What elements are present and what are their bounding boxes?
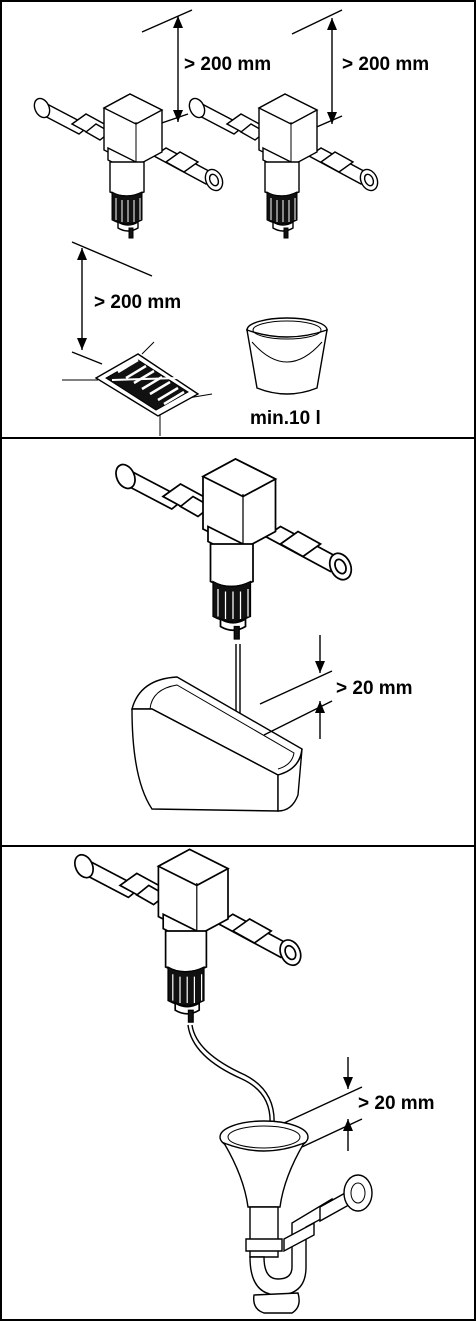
floor-drain-icon	[62, 341, 213, 436]
siphon-trap-icon	[219, 1120, 373, 1314]
filter-unit-icon	[111, 458, 357, 640]
dimension-gap	[259, 635, 333, 739]
filter-unit-icon	[185, 93, 382, 239]
bucket-icon	[246, 317, 328, 395]
clearance-label-floor: > 200 mm	[94, 292, 181, 313]
gap-label: > 20 mm	[358, 1093, 435, 1114]
bucket-capacity-label: min.10 l	[250, 408, 321, 429]
clearance-label-top-left: > 200 mm	[184, 54, 271, 75]
clearance-label-top-right: > 200 mm	[342, 54, 429, 75]
dimension-gap	[283, 1057, 363, 1151]
panel-drain-to-siphon: > 20 mm	[0, 845, 476, 1321]
panel-clearance-requirements: > 200 mm > 200 mm > 200 mm	[0, 0, 476, 439]
panel-drain-to-basin: > 20 mm	[0, 437, 476, 847]
drain-basin-icon	[131, 676, 303, 812]
dimension-floor	[71, 241, 153, 365]
filter-unit-icon	[70, 848, 306, 1024]
gap-label: > 20 mm	[336, 678, 413, 699]
